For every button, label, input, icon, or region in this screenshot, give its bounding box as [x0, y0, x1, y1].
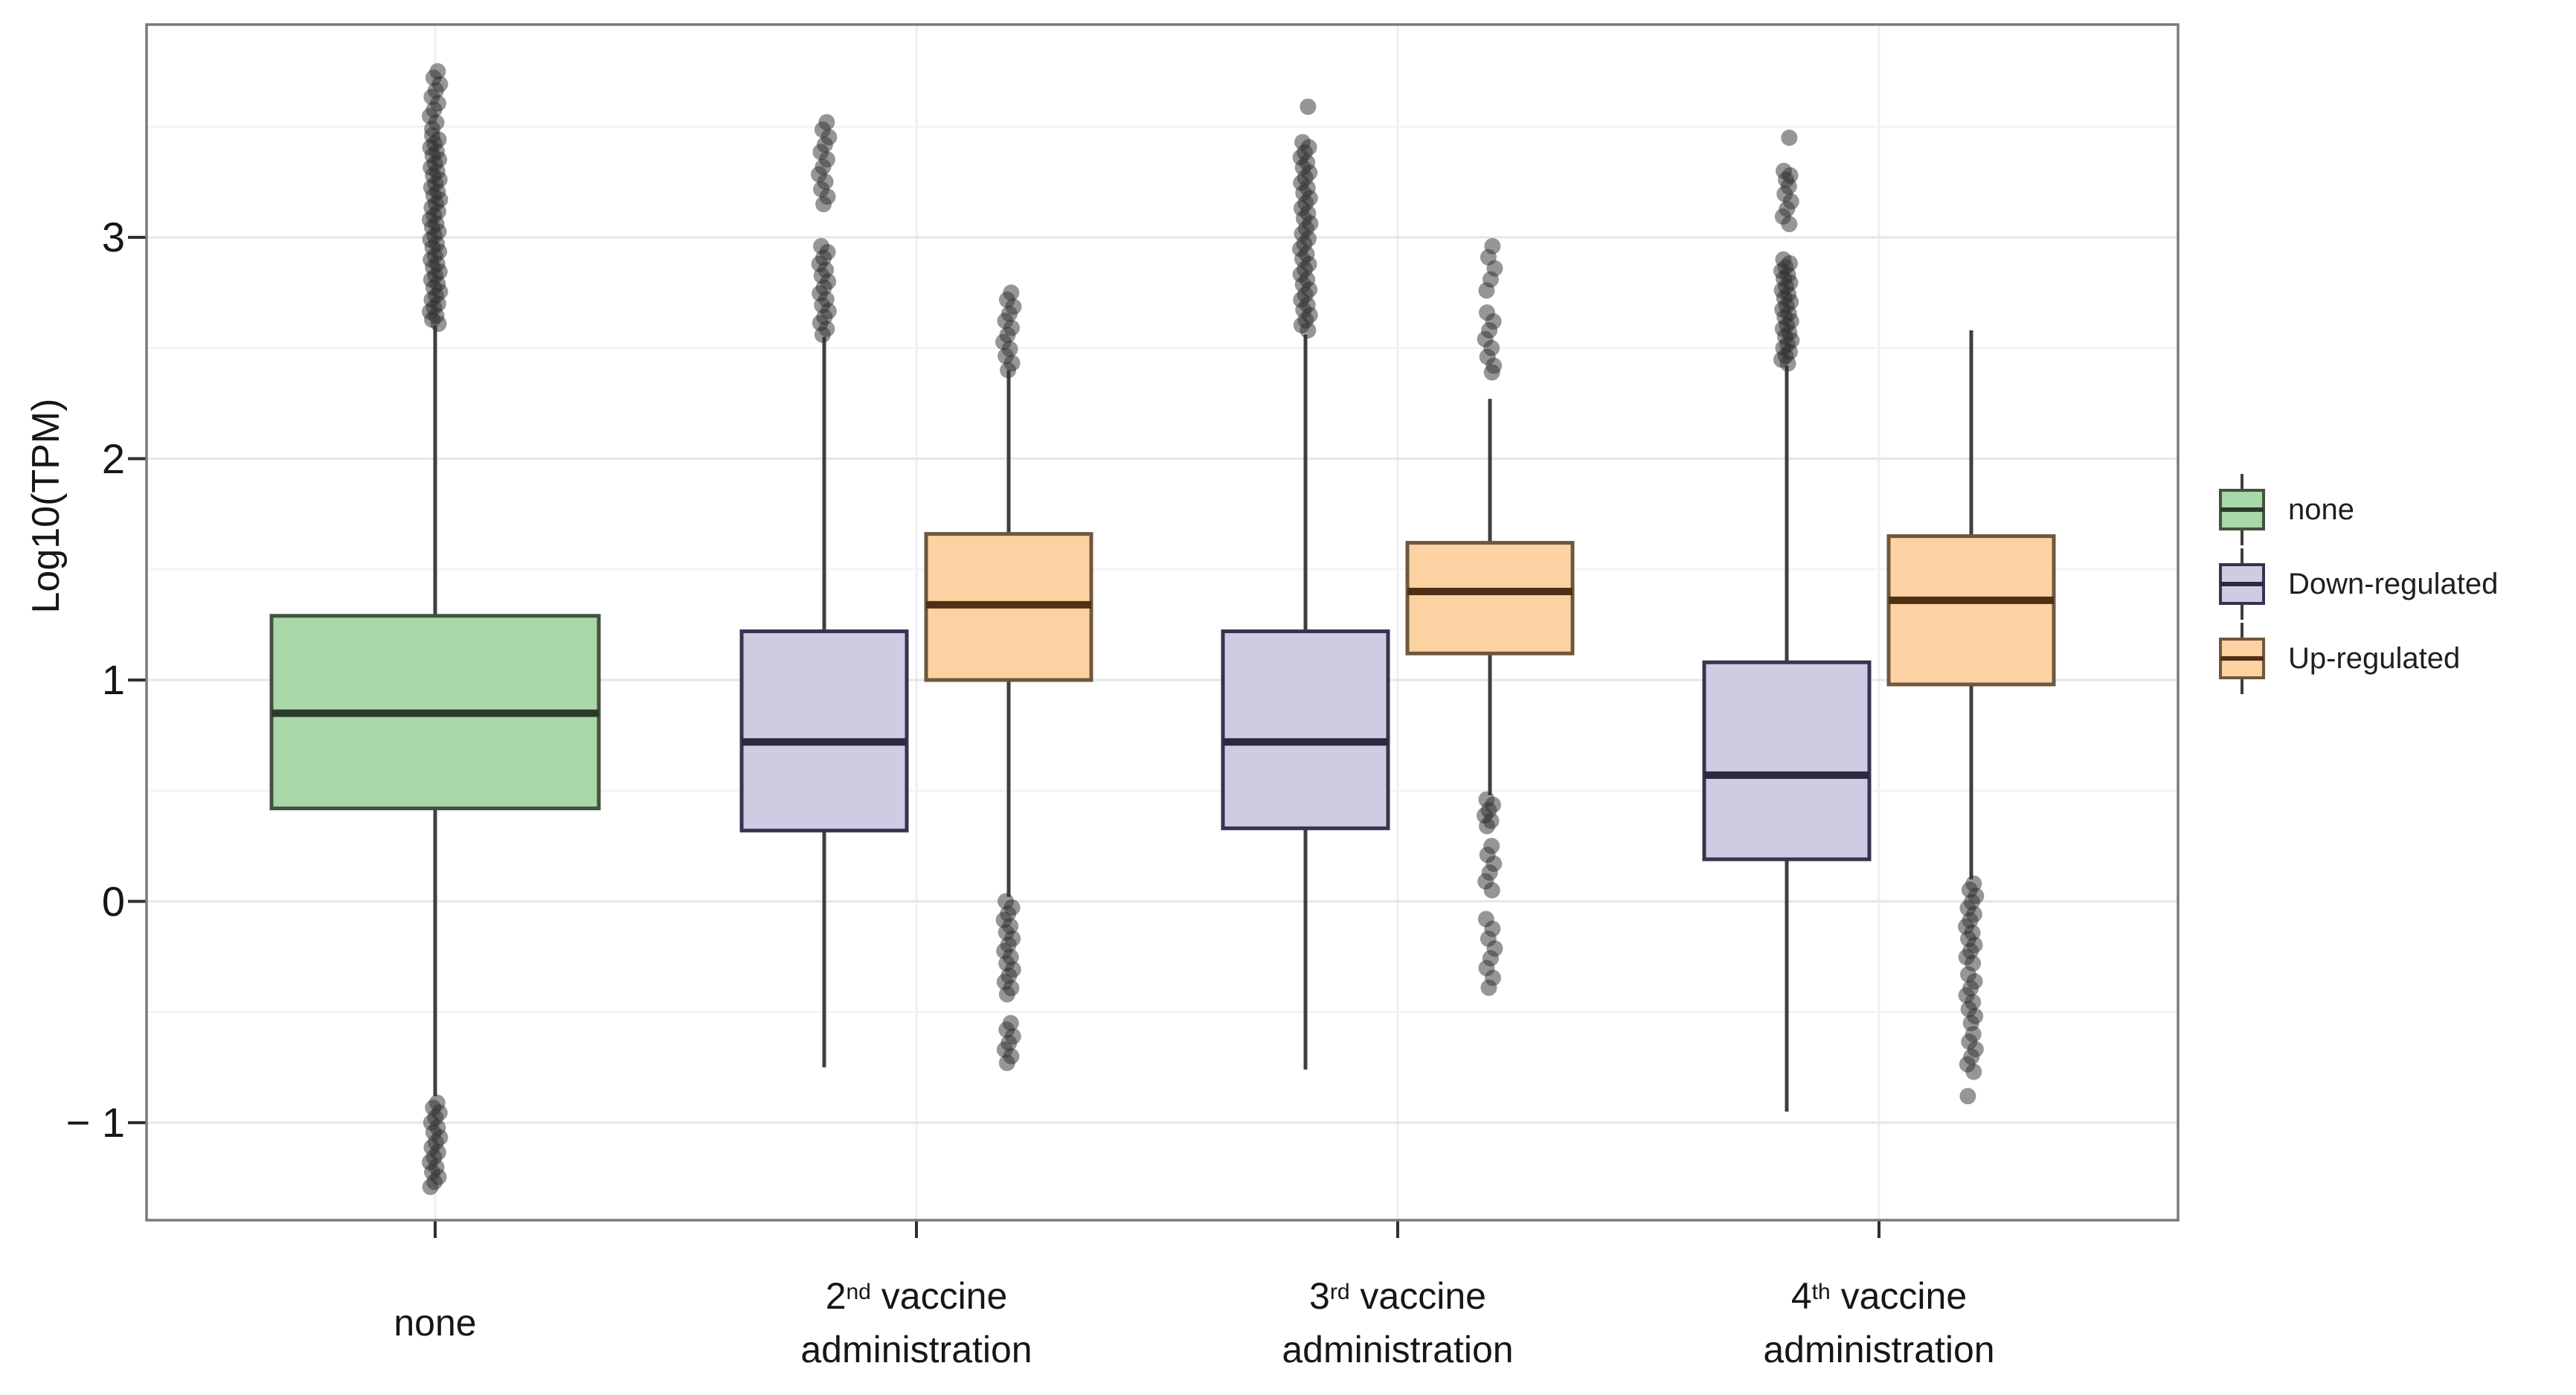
ordinal-superscript: rd — [1329, 1279, 1350, 1304]
box-Down-regulated — [1702, 660, 1872, 862]
y-tick-label: − 1 — [65, 1099, 125, 1146]
x-axis-label-line2: administration — [1282, 1329, 1514, 1370]
y-tick-label: 1 — [101, 656, 125, 703]
x-axis-label-second: 2nd vaccine administration — [678, 1256, 1154, 1390]
outlier-point — [814, 326, 831, 343]
outlier-point — [1300, 321, 1317, 339]
y-tick-label: 0 — [101, 877, 125, 925]
outlier-point — [422, 1178, 439, 1196]
legend-label: none — [2288, 493, 2354, 526]
ordinal-superscript: th — [1811, 1279, 1831, 1304]
legend-key-boxplot-icon — [2219, 548, 2265, 620]
x-axis-label-fourth: 4th vaccine administration — [1641, 1256, 2117, 1390]
outlier-point — [815, 196, 832, 213]
outlier-point — [1779, 355, 1796, 372]
box-Up-regulated — [1405, 541, 1575, 655]
outlier-point — [1781, 129, 1798, 147]
y-tick-label: 3 — [101, 214, 125, 260]
x-axis-label-line1: 3rd vaccine — [1309, 1275, 1486, 1317]
box-Up-regulated — [1886, 534, 2056, 687]
box-Down-regulated — [1221, 629, 1390, 830]
x-axis-label-third: 3rd vaccine administration — [1160, 1256, 1636, 1390]
outlier-point — [1478, 282, 1495, 299]
outlier-point — [1781, 216, 1798, 233]
legend-key-boxplot-icon — [2219, 474, 2265, 545]
x-axis-label-line2: administration — [1763, 1329, 1995, 1370]
outlier-point — [1483, 364, 1500, 381]
outlier-point — [1965, 1063, 1982, 1080]
legend-item-down-regulated: Down-regulated — [2215, 548, 2498, 620]
outlier-point — [998, 1054, 1015, 1071]
legend-label: Down-regulated — [2288, 567, 2499, 600]
panel-border — [145, 23, 2180, 1222]
outlier-point — [1300, 98, 1317, 115]
x-axis-label-line1: 4th vaccine — [1790, 1275, 1968, 1317]
ordinal-superscript: nd — [846, 1279, 871, 1304]
y-tick-label: 2 — [101, 434, 125, 482]
x-axis-label-line1: none — [394, 1302, 477, 1344]
outlier-point — [1483, 882, 1500, 899]
legend-label: Up-regulated — [2288, 641, 2461, 675]
legend-key-boxplot-icon — [2219, 623, 2265, 694]
outlier-point — [998, 986, 1015, 1003]
x-axis-label-none: none — [197, 1256, 673, 1390]
x-axis-label-line2: administration — [800, 1329, 1032, 1370]
box-Down-regulated — [739, 629, 909, 833]
x-axis-label-line1: 2nd vaccine — [825, 1275, 1008, 1317]
legend-item-none: none — [2215, 473, 2498, 546]
outlier-point — [1479, 818, 1496, 835]
outlier-point — [1480, 979, 1497, 996]
legend-item-up-regulated: Up-regulated — [2215, 622, 2498, 695]
outlier-point — [1000, 362, 1017, 379]
outlier-point — [1959, 1088, 1976, 1105]
outlier-point — [430, 315, 447, 333]
